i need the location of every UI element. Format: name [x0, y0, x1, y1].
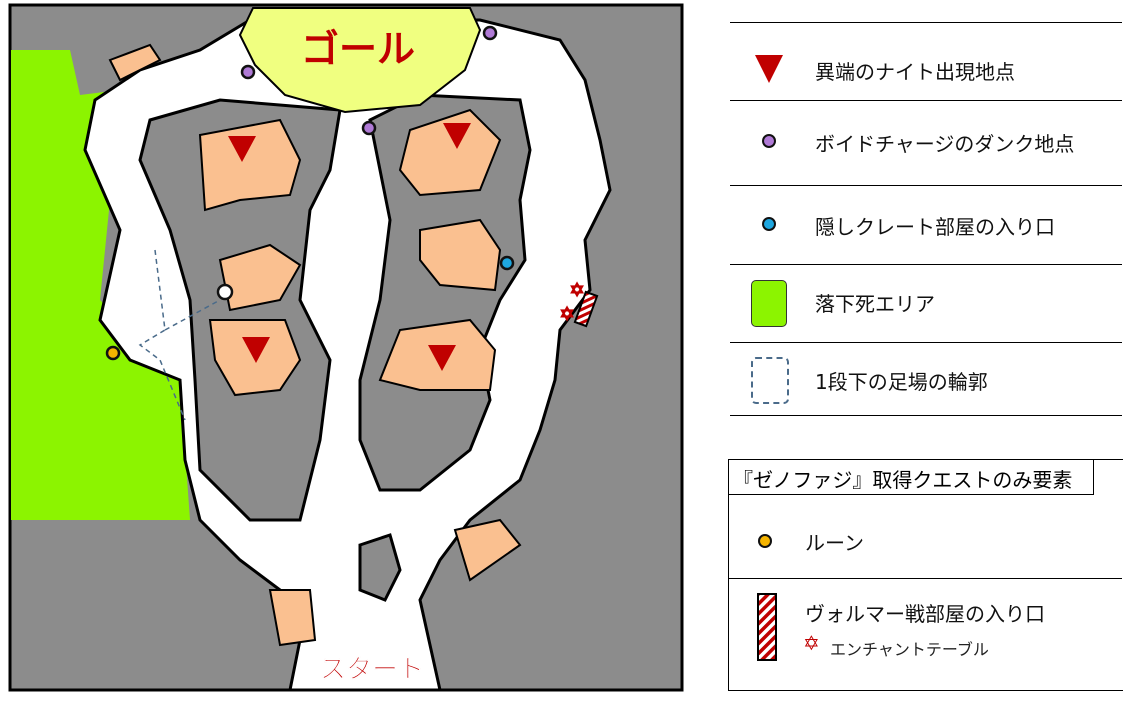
knight-spawn-icon [228, 136, 256, 162]
lower-platform-outline [138, 249, 221, 421]
enchant-table-icon: ✡ [559, 304, 574, 325]
start-label: スタート [320, 655, 424, 685]
goal-area [238, 7, 482, 114]
dungeon-map: ゴール スタート ✡ ✡ [8, 3, 684, 692]
legend-label-knight: 異端のナイト出現地点 [815, 60, 1015, 84]
hollow-circle-icon [216, 283, 234, 301]
dunk-point-icon [482, 25, 498, 41]
knight-spawn-icon [428, 345, 456, 371]
fall-death-area [11, 50, 190, 520]
divider [730, 22, 1122, 23]
knight-spawn-icon [443, 123, 471, 149]
legend-label-crate: 隠しクレート部屋の入り口 [815, 215, 1055, 239]
knight-spawn-icon [242, 337, 270, 363]
orange-dot-icon [758, 534, 772, 548]
hidden-crate-entrance-icon [499, 255, 515, 271]
goal-label: ゴール [301, 27, 415, 71]
legend-label-rune: ルーン [805, 531, 864, 555]
knight-spawn-markers [228, 123, 471, 371]
striped-door-icon [757, 593, 777, 661]
divider [730, 415, 1122, 416]
enchant-table-icon: ✡ [569, 280, 584, 301]
blue-dot-icon [762, 217, 776, 231]
green-area-icon [751, 280, 787, 327]
legend-label-volmar: ヴォルマー戦部屋の入り口 [805, 602, 1045, 626]
dunk-point-icon [361, 120, 377, 136]
rock-islands [138, 93, 532, 602]
divider [729, 578, 1122, 579]
rune-icon [105, 345, 121, 361]
divider [730, 185, 1122, 186]
quest-section-title: 『ゼノファジ』取得クエストのみ要素 [728, 459, 1094, 495]
divider [730, 100, 1122, 101]
purple-dot-icon [762, 134, 776, 148]
legend-label-outline: 1段下の足場の輪郭 [815, 370, 988, 394]
dashed-outline-icon [751, 357, 789, 404]
star-outline-icon: ✡ [803, 631, 820, 655]
legend-label-dunk: ボイドチャージのダンク地点 [815, 132, 1075, 156]
dunk-point-icon [240, 64, 256, 80]
divider [730, 264, 1122, 265]
volmar-room-entrance-icon [573, 290, 599, 328]
legend-label-enchant: エンチャントテーブル [830, 640, 989, 659]
legend-label-fall: 落下死エリア [815, 292, 935, 316]
red-triangle-icon [755, 55, 783, 83]
divider [730, 342, 1122, 343]
